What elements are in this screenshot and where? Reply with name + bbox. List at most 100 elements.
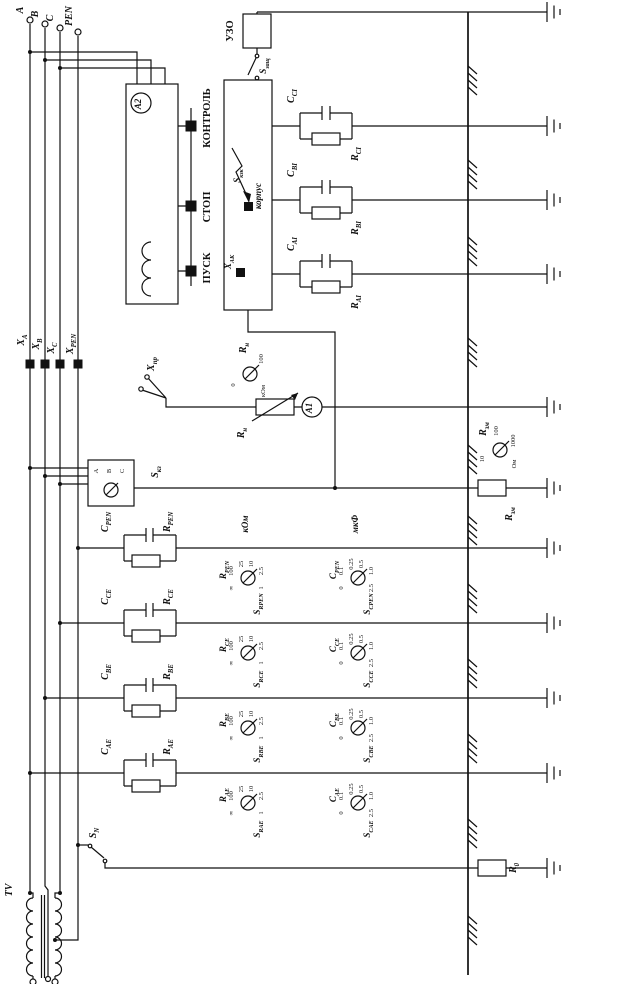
transformer-terminal bbox=[51, 978, 59, 986]
rn-dial-title: Rн bbox=[238, 343, 251, 355]
terminal-pen bbox=[74, 28, 82, 36]
r-ae-label: RАЕ bbox=[162, 739, 175, 756]
terminal-a bbox=[26, 16, 34, 24]
svg-text:0: 0 bbox=[338, 811, 345, 814]
starter-box bbox=[125, 83, 179, 305]
button-control bbox=[185, 120, 197, 132]
sn-label: SN bbox=[88, 827, 101, 839]
r-ce-label: RСЕ bbox=[162, 589, 175, 606]
x-a-label: ХА bbox=[16, 334, 29, 347]
rzm-resistor bbox=[477, 479, 507, 497]
svg-text:∞: ∞ bbox=[228, 810, 235, 815]
svg-text:25: 25 bbox=[238, 711, 245, 718]
dial-s-rae: RАЕ ∞ 100 25 10 2.5 1 SRAE bbox=[218, 786, 265, 838]
capacitor-pen bbox=[145, 528, 154, 542]
start-label: ПУСК bbox=[202, 252, 213, 283]
svg-text:0: 0 bbox=[338, 736, 345, 739]
s-kz-pos-b: В bbox=[106, 468, 113, 473]
svg-text:0: 0 bbox=[338, 586, 345, 589]
r0-resistor bbox=[477, 859, 507, 877]
svg-text:1: 1 bbox=[258, 811, 265, 814]
a2-label: А2 bbox=[133, 98, 143, 110]
dial-s-cpen: СPEN 0 0.1 0.25 0.5 1.0 2.5 SCPEN bbox=[328, 558, 375, 614]
phase-c-label: С bbox=[45, 14, 56, 21]
terminal-c bbox=[56, 24, 64, 32]
ground-icon bbox=[538, 2, 561, 22]
ground-icon bbox=[538, 538, 561, 558]
neutral-grounding: SN R0 bbox=[76, 827, 538, 877]
svg-text:0.1: 0.1 bbox=[338, 567, 345, 575]
x-ak-connector bbox=[236, 268, 245, 277]
rn-resistor-label: Rн bbox=[236, 428, 249, 440]
pen-label: PEN bbox=[64, 5, 75, 26]
s-zash-label: Sзащ bbox=[258, 58, 271, 74]
x-c-connector bbox=[55, 359, 65, 369]
svg-text:10: 10 bbox=[248, 636, 255, 643]
dial-s-rbe: RВЕ ∞ 100 25 10 2.5 1 SRBE bbox=[218, 711, 265, 763]
svg-text:25: 25 bbox=[238, 561, 245, 568]
case-insulation-group-ci: ССI RСI bbox=[272, 89, 538, 162]
svg-text:2.5: 2.5 bbox=[258, 717, 265, 725]
svg-text:0.25: 0.25 bbox=[348, 783, 355, 794]
svg-text:RАЕ: RАЕ bbox=[218, 788, 231, 803]
svg-text:САЕ: САЕ bbox=[328, 788, 341, 802]
r-bi-label: RВI bbox=[350, 221, 363, 236]
svg-text:1: 1 bbox=[258, 661, 265, 664]
insulation-group-ae: САЕ RАЕ bbox=[28, 739, 538, 793]
stop-label: СТОП bbox=[202, 192, 213, 223]
svg-text:2.5: 2.5 bbox=[368, 734, 375, 742]
protection-unit: УЗО Sзащ Sкзк корпус ХАК bbox=[223, 11, 538, 488]
resistor-ai bbox=[311, 280, 341, 294]
svg-text:1.0: 1.0 bbox=[368, 717, 375, 725]
r-ai-label: RАI bbox=[350, 295, 363, 310]
svg-text:SCAE: SCAE bbox=[362, 820, 375, 837]
winding-left bbox=[25, 897, 34, 977]
svg-text:1.0: 1.0 bbox=[368, 567, 375, 575]
svg-text:2.5: 2.5 bbox=[258, 642, 265, 650]
svg-text:100: 100 bbox=[228, 716, 235, 726]
capacitor-be bbox=[145, 678, 154, 692]
earth-bus bbox=[467, 12, 478, 975]
case-insulation-group-ai: САI RАI bbox=[272, 237, 538, 310]
svg-text:0.5: 0.5 bbox=[358, 560, 365, 568]
svg-text:2.5: 2.5 bbox=[368, 584, 375, 592]
insulation-group-be: СВЕ RВЕ bbox=[43, 664, 538, 718]
s-kz-pos-a: А bbox=[93, 468, 100, 473]
dial-s-rce: RСЕ ∞ 100 25 10 2.5 1 SRCE bbox=[218, 636, 265, 688]
transformer-terminal bbox=[29, 978, 37, 986]
svg-text:10: 10 bbox=[248, 786, 255, 793]
rzm-unit: Ом bbox=[511, 460, 518, 469]
button-start bbox=[185, 265, 197, 277]
resistor-pen bbox=[131, 554, 161, 568]
s-kzk-contact bbox=[244, 202, 253, 211]
svg-text:0.1: 0.1 bbox=[338, 792, 345, 800]
ground-icon bbox=[538, 688, 561, 708]
svg-text:25: 25 bbox=[238, 636, 245, 643]
svg-text:∞: ∞ bbox=[228, 585, 235, 590]
svg-text:0: 0 bbox=[338, 661, 345, 664]
svg-text:25: 25 bbox=[238, 786, 245, 793]
svg-text:SRPEN: SRPEN bbox=[252, 593, 265, 615]
s-kz-pos-c: С bbox=[119, 469, 126, 473]
a1-label: А1 bbox=[304, 403, 314, 415]
c-unit-header: мкФ bbox=[350, 514, 360, 534]
transformer-label: TV bbox=[4, 882, 15, 896]
ground-icon bbox=[538, 478, 561, 498]
ground-icon bbox=[538, 397, 561, 417]
r-pen-label: RPEN bbox=[162, 511, 175, 533]
breakdown-arrowhead bbox=[243, 191, 251, 203]
x-pen-label: ХPEN bbox=[65, 333, 78, 355]
c-bi-label: СВI bbox=[286, 163, 299, 177]
svg-text:1: 1 bbox=[258, 736, 265, 739]
c-be-label: СВЕ bbox=[100, 664, 113, 680]
ground-icon bbox=[538, 116, 561, 136]
rzm-scale-1000: 1000 bbox=[510, 435, 517, 448]
ground-icon bbox=[538, 613, 561, 633]
korpus-label: корпус bbox=[253, 183, 263, 209]
rzm-scale-10: 10 bbox=[479, 456, 486, 463]
r0-label: R0 bbox=[508, 862, 521, 874]
insulation-group-ce: ССЕ RСЕ bbox=[58, 589, 538, 643]
svg-text:SRBE: SRBE bbox=[252, 745, 265, 762]
phase-lines: А В С PEN bbox=[15, 5, 82, 976]
